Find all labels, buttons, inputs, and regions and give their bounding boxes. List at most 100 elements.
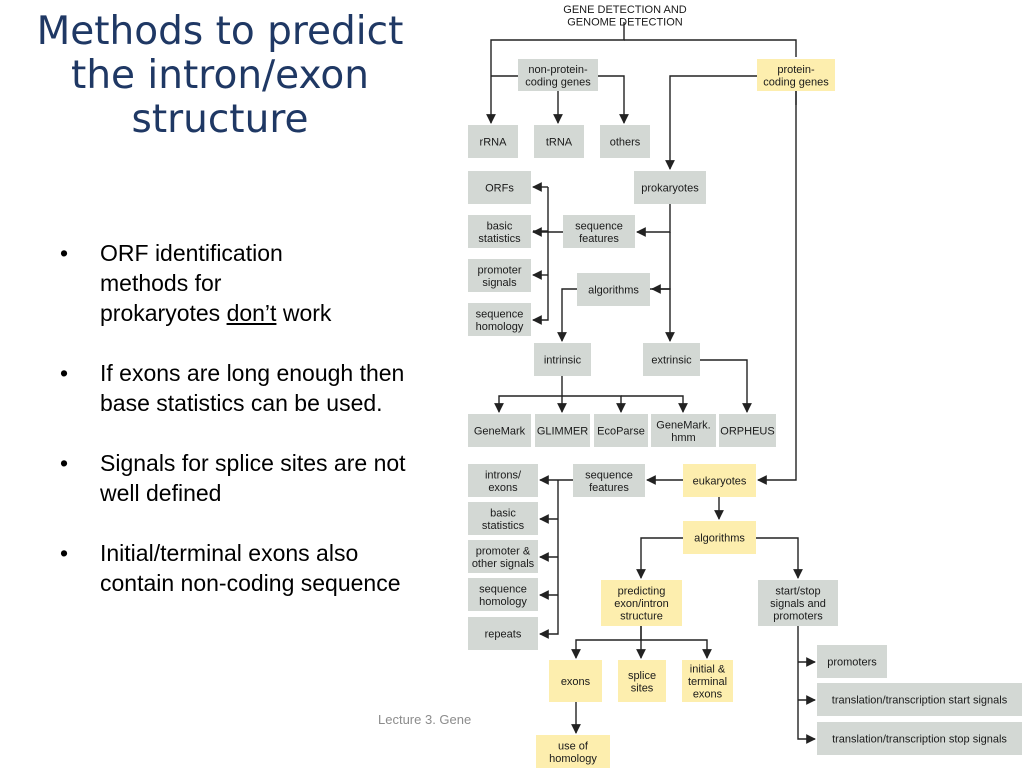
node-label: GLIMMER xyxy=(537,426,588,438)
node-extrinsic: extrinsic xyxy=(643,343,700,376)
connector-arrow xyxy=(486,22,625,124)
node-label: structure xyxy=(620,611,663,623)
node-label: GENOME DETECTION xyxy=(567,16,683,28)
bullet-text: methods for xyxy=(100,270,222,296)
node-label: statistics xyxy=(482,520,525,532)
node-label: GeneMark xyxy=(474,426,526,438)
node-label: features xyxy=(579,233,619,245)
node-label: basic xyxy=(490,507,516,519)
node-label: algorithms xyxy=(588,285,639,297)
node-label: coding genes xyxy=(763,76,829,88)
connector-arrow xyxy=(757,91,797,485)
bullet-item: ORF identification methods for prokaryot… xyxy=(58,238,418,328)
node-eukaryotes: eukaryotes xyxy=(683,464,756,497)
connector-arrow xyxy=(539,480,559,639)
bullet-list: ORF identification methods for prokaryot… xyxy=(58,238,418,628)
node-label: start/stop xyxy=(775,586,820,598)
footer-text: Lecture 3. Gene xyxy=(378,712,472,727)
node-others: others xyxy=(600,125,650,158)
connector-arrow xyxy=(665,75,757,170)
node-label: intrinsic xyxy=(544,355,582,367)
title-line: Methods to predict xyxy=(36,9,404,54)
node-introns-exons: introns/exons xyxy=(468,464,538,497)
connector-arrow xyxy=(756,537,803,579)
bullet-item: Initial/terminal exons also contain non-… xyxy=(58,538,418,598)
node-label: non-protein- xyxy=(528,64,588,76)
node-label: statistics xyxy=(478,233,521,245)
connector-arrow xyxy=(624,39,797,57)
bullet-text: prokaryotes xyxy=(100,300,227,326)
title-line: the intron/exon xyxy=(71,53,369,98)
node-label: splice xyxy=(628,670,656,682)
node-ecoparse: EcoParse xyxy=(594,414,648,447)
node-label: promoter & xyxy=(476,545,531,557)
node-label: predicting xyxy=(618,586,666,598)
node-label: terminal xyxy=(688,676,727,688)
node-label: others xyxy=(610,137,641,149)
node-label: homology xyxy=(479,596,527,608)
node-repeats: repeats xyxy=(468,617,538,650)
node-label: basic xyxy=(487,220,513,232)
node-label: extrinsic xyxy=(651,355,692,367)
node-label: GeneMark. xyxy=(656,419,710,431)
node-label: promoter xyxy=(477,264,521,276)
node-non-coding: non-protein-coding genes xyxy=(518,59,598,91)
node-label: prokaryotes xyxy=(641,183,699,195)
node-label: sites xyxy=(631,682,654,694)
bullet-item: Signals for splice sites are not well de… xyxy=(58,448,418,508)
node-label: exons xyxy=(561,676,591,688)
connector-arrow xyxy=(650,288,675,342)
connector-arrow xyxy=(532,187,549,325)
connector-arrow xyxy=(571,626,642,659)
node-label: promoters xyxy=(773,611,823,623)
node-label: homology xyxy=(549,753,597,765)
node-label: initial & xyxy=(690,664,726,676)
connector-arrow xyxy=(562,395,626,413)
node-rrna: rRNA xyxy=(468,125,518,158)
node-label: ORPHEUS xyxy=(720,426,774,438)
node-tt-start: translation/transcription start signals xyxy=(817,683,1022,716)
connector-arrow xyxy=(494,376,563,413)
node-label: tRNA xyxy=(546,137,573,149)
node-label: promoters xyxy=(827,657,877,669)
node-protein-coding: protein-coding genes xyxy=(757,59,835,91)
connector-arrow xyxy=(651,232,671,294)
node-label: ORFs xyxy=(485,183,514,195)
connector-arrow xyxy=(636,204,671,237)
node-label: algorithms xyxy=(694,533,745,545)
node-label: sequence xyxy=(479,583,527,595)
node-glimmer: GLIMMER xyxy=(535,414,590,447)
node-label: exons xyxy=(488,482,518,494)
node-orpheus: ORPHEUS xyxy=(719,414,776,447)
node-promoters: promoters xyxy=(817,645,887,678)
bullet-item: If exons are long enough then base stati… xyxy=(58,358,418,418)
node-label: signals and xyxy=(770,598,826,610)
node-intrinsic: intrinsic xyxy=(534,343,591,376)
node-orfs: ORFs xyxy=(468,171,531,204)
node-label: homology xyxy=(476,321,524,333)
node-tt-stop: translation/transcription stop signals xyxy=(817,722,1022,755)
connector-arrow xyxy=(641,639,712,659)
bullet-text: ORF identification xyxy=(100,240,283,266)
node-label: sequence xyxy=(585,469,633,481)
node-label: eukaryotes xyxy=(693,476,747,488)
node-label: exon/intron xyxy=(614,598,668,610)
connector-arrow xyxy=(700,359,752,413)
node-label: use of xyxy=(558,740,589,752)
node-genemark-hmm: GeneMark.hmm xyxy=(651,414,716,447)
connector-arrow xyxy=(557,288,577,342)
slide-title: Methods to predict the intron/exon struc… xyxy=(20,10,420,142)
node-algorithms-p: algorithms xyxy=(577,273,650,306)
